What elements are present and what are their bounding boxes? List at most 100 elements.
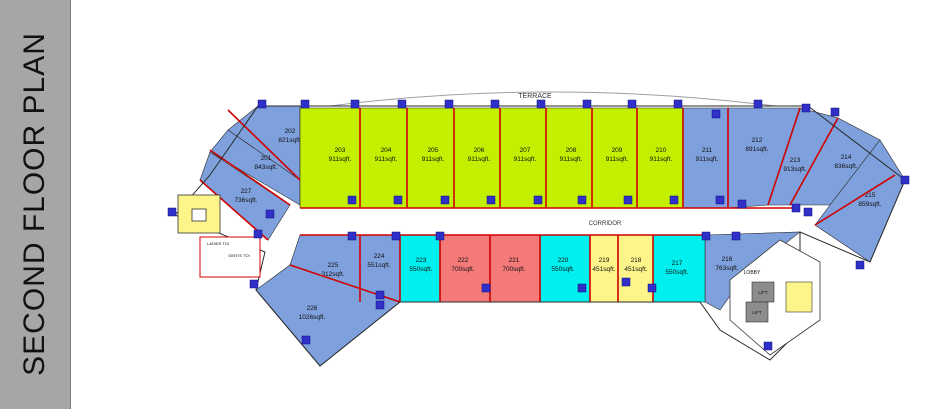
unit-223: 223 550sqft. xyxy=(399,234,441,303)
unit-area: 843sqft. xyxy=(254,164,277,171)
unit-area: 821sqft. xyxy=(278,137,301,144)
unit-number: 217 xyxy=(672,260,683,267)
unit-area: 736sqft. xyxy=(234,197,257,204)
ladies-toilet-label: LADIES TOI xyxy=(207,241,229,246)
column-marker xyxy=(300,99,310,109)
unit-number: 208 xyxy=(566,147,577,154)
lift-2 xyxy=(745,301,769,323)
unit-number: 210 xyxy=(656,147,667,154)
column-marker xyxy=(801,103,811,113)
column-marker xyxy=(490,99,500,109)
toilet-block: LADIES TOI GENTS TOI xyxy=(199,236,261,278)
unit-number: 215 xyxy=(865,192,876,199)
unit-area: 550sqft. xyxy=(551,266,574,273)
column-marker xyxy=(711,109,721,119)
column-marker xyxy=(375,300,385,310)
unit-219: 219 451sqft. xyxy=(589,234,619,303)
columns-layer xyxy=(167,99,910,351)
unit-area: 451sqft. xyxy=(624,266,647,273)
unit-number: 201 xyxy=(261,155,272,162)
unit-number: 214 xyxy=(841,154,852,161)
column-marker xyxy=(753,99,763,109)
unit-number: 211 xyxy=(702,147,713,154)
unit-number: 207 xyxy=(520,147,531,154)
unit-area: 1026sqft. xyxy=(299,314,326,321)
unit-204: 204 911sqft. xyxy=(359,107,408,209)
unit-number: 227 xyxy=(241,188,252,195)
column-marker xyxy=(803,207,813,217)
unit-area: 911sqft. xyxy=(650,156,673,163)
unit-area: 911sqft. xyxy=(606,156,629,163)
unit-number: 204 xyxy=(381,147,392,154)
unit-number: 206 xyxy=(474,147,485,154)
unit-number: 223 xyxy=(416,257,427,264)
column-marker xyxy=(249,279,259,289)
unit-number: 202 xyxy=(285,128,296,135)
column-marker xyxy=(347,195,357,205)
unit-number: 212 xyxy=(752,137,763,144)
column-marker xyxy=(577,283,587,293)
column-marker xyxy=(301,335,311,345)
unit-area: 911sqft. xyxy=(422,156,445,163)
floor-plan: TERRACE CORRIDOR 202821sqft.201843sqft.2… xyxy=(167,91,910,367)
column-marker xyxy=(577,195,587,205)
lift-1-label: LIFT xyxy=(758,290,768,295)
unit-number: 209 xyxy=(612,147,623,154)
stair-block-left xyxy=(177,194,221,234)
unit-area: 911sqft. xyxy=(468,156,491,163)
lobby-label: LOBBY xyxy=(744,270,761,276)
unit-area: 859sqft. xyxy=(858,201,881,208)
column-marker xyxy=(669,195,679,205)
column-marker xyxy=(791,203,801,213)
unit-area: 700sqft. xyxy=(502,266,525,273)
column-marker xyxy=(582,99,592,109)
column-marker xyxy=(536,99,546,109)
column-marker xyxy=(621,277,631,287)
unit-number: 220 xyxy=(558,257,569,264)
unit-number: 225 xyxy=(328,262,339,269)
column-marker xyxy=(397,99,407,109)
unit-area: 911sqft. xyxy=(375,156,398,163)
unit-203: 203 911sqft. xyxy=(299,107,361,209)
column-marker xyxy=(855,260,865,270)
unit-number: 219 xyxy=(599,257,610,264)
column-marker xyxy=(391,231,401,241)
unit-area: 700sqft. xyxy=(451,266,474,273)
unit-208: 208 911sqft. xyxy=(545,107,593,209)
column-marker xyxy=(486,195,496,205)
column-marker xyxy=(701,231,711,241)
building-outline xyxy=(174,105,906,367)
unit-area: 451sqft. xyxy=(592,266,615,273)
column-marker xyxy=(167,207,177,217)
column-marker xyxy=(444,99,454,109)
column-marker xyxy=(673,99,683,109)
unit-206: 206 911sqft. xyxy=(453,107,501,209)
unit-209: 209 911sqft. xyxy=(591,107,638,209)
column-marker xyxy=(647,283,657,293)
unit-area: 551sqft. xyxy=(367,262,390,269)
column-marker xyxy=(715,195,725,205)
unit-number: 203 xyxy=(335,147,346,154)
unit-area: 550sqft. xyxy=(409,266,432,273)
column-marker xyxy=(375,290,385,300)
column-marker xyxy=(623,195,633,205)
unit-number: 221 xyxy=(509,257,520,264)
terrace-outline xyxy=(329,91,776,107)
unit-221: 221 700sqft. xyxy=(489,234,541,303)
unit-number: 224 xyxy=(374,253,385,260)
unit-area: 911sqft. xyxy=(560,156,583,163)
column-marker xyxy=(533,195,543,205)
unit-number: 213 xyxy=(790,157,801,164)
column-marker xyxy=(900,175,910,185)
unit-area: 763sqft. xyxy=(715,265,738,272)
plan-title: SECOND FLOOR PLAN xyxy=(18,32,51,376)
column-marker xyxy=(763,341,773,351)
column-marker xyxy=(257,99,267,109)
unit-area: 836sqft. xyxy=(834,163,857,170)
title-panel: SECOND FLOOR PLAN xyxy=(0,0,71,409)
unit-area: 911sqft. xyxy=(329,156,352,163)
